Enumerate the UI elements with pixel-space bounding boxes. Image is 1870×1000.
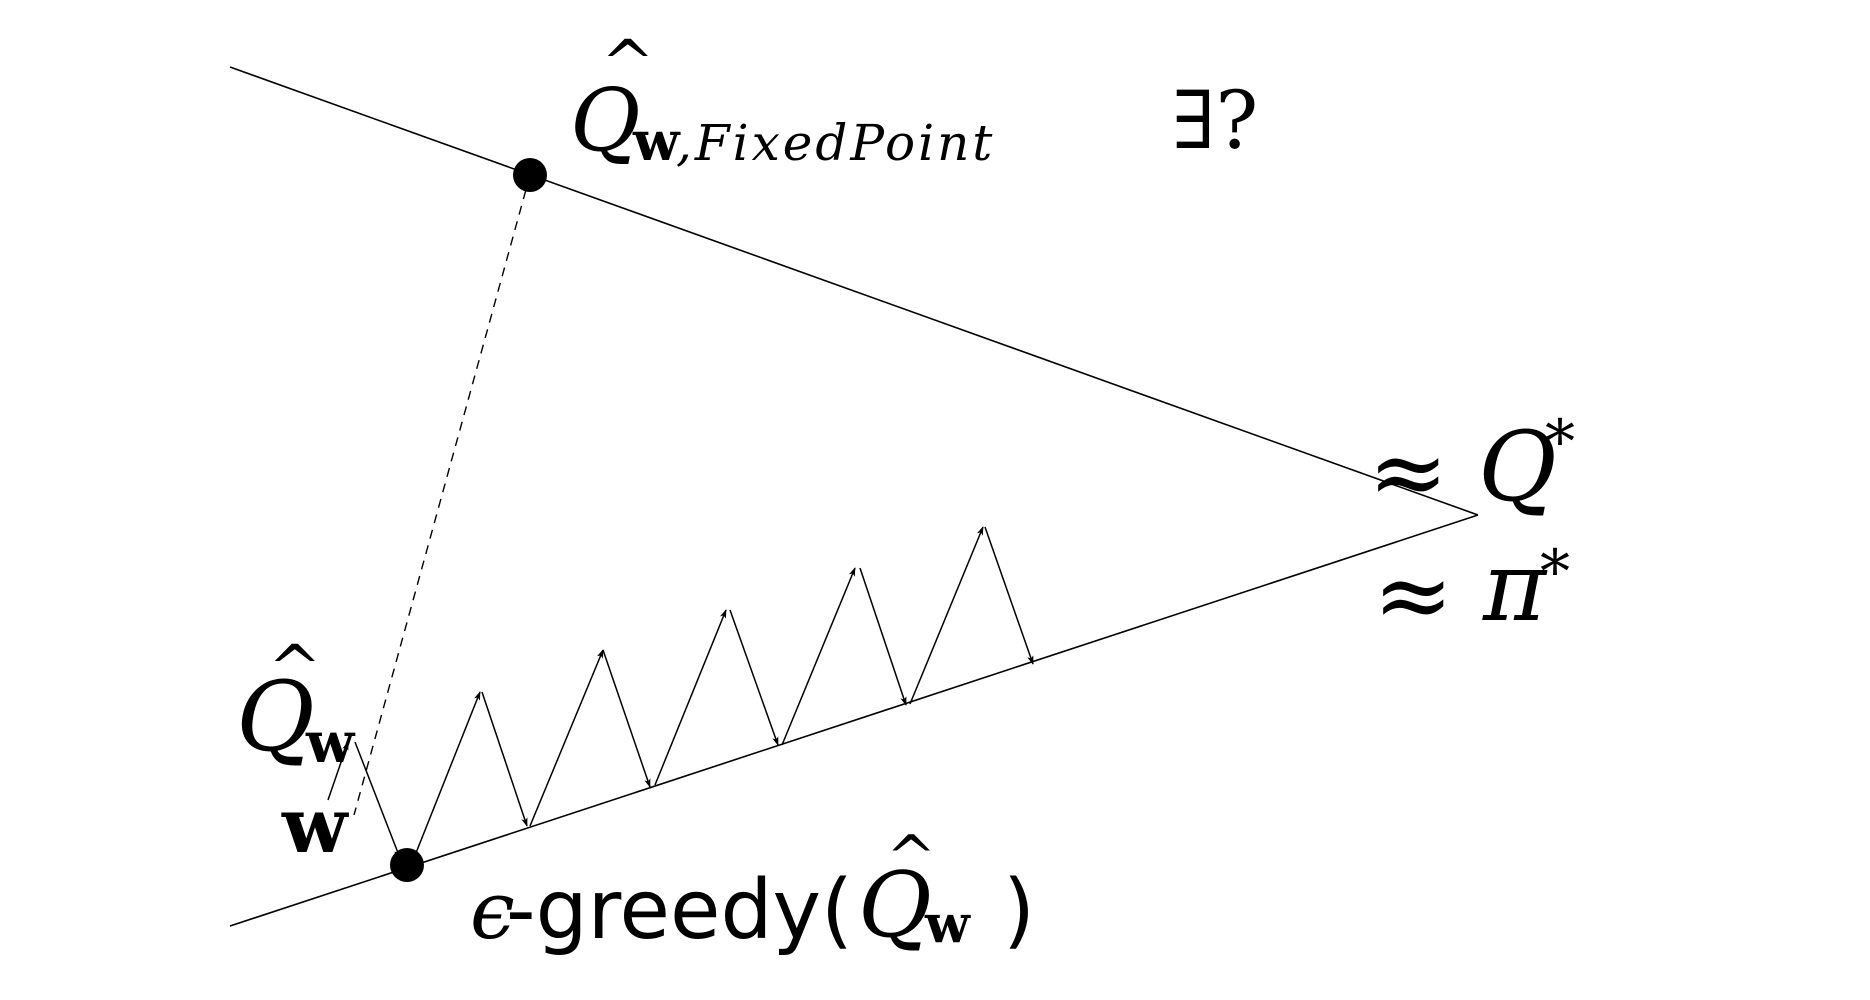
q-star-superscript: *: [1545, 407, 1575, 477]
greedy-subscript-w: w: [924, 894, 971, 955]
greedy-text: -greedy(: [506, 863, 853, 958]
fixed-point-hat: ^: [601, 27, 655, 101]
upper-boundary-line: [229, 66, 1479, 516]
zigzag-arrow-5b: [984, 526, 1034, 665]
lower-boundary-line: [229, 514, 1479, 927]
zigzag-arrow-3a: [654, 609, 727, 786]
epsilon-symbol: ϵ: [470, 864, 515, 957]
fixed-point-q-symbol: Q: [570, 71, 641, 171]
pi-star-label: ≈ π *: [1373, 531, 1570, 651]
pi-star-superscript: *: [1540, 537, 1570, 607]
q-star-label: ≈ Q *: [1368, 407, 1575, 528]
zigzag-arrow-0b: [354, 741, 401, 859]
pi-star-symbol: π: [1482, 531, 1548, 643]
zigzag-arrow-3b: [729, 609, 779, 746]
greedy-q-hat: ^: [886, 823, 936, 893]
q-w-symbol: Q: [236, 661, 315, 773]
q-star-approx: ≈: [1368, 416, 1448, 528]
fixed-point-subscript-w: w: [632, 109, 681, 173]
start-point-dot: [390, 848, 424, 882]
zigzag-arrows: [327, 526, 1034, 869]
zigzag-arrow-2b: [602, 649, 651, 788]
dashed-projection-line: [353, 174, 531, 816]
weights-label: w: [281, 781, 349, 870]
greedy-q-symbol: Q: [858, 853, 932, 958]
fixed-point-subscript-rest: ,FixedPoint: [676, 114, 995, 172]
zigzag-arrow-4b: [859, 567, 907, 706]
fixed-point-suffix: ∃?: [1172, 74, 1258, 167]
zigzag-arrow-1b: [481, 691, 528, 827]
q-star-symbol: Q: [1478, 411, 1557, 523]
zigzag-arrow-2a: [529, 649, 604, 827]
fixed-point-label: Q ^ w ,FixedPoint ∃?: [570, 27, 1258, 173]
q-w-label: Q ^ w: [236, 632, 356, 776]
pi-star-approx: ≈: [1373, 539, 1453, 651]
greedy-close-paren: ): [1003, 863, 1035, 958]
epsilon-greedy-label: ϵ -greedy( Q ^ w ): [470, 823, 1035, 958]
zigzag-arrow-0a: [327, 741, 349, 801]
zigzag-arrow-1a: [409, 691, 481, 869]
zigzag-arrow-5a: [909, 526, 984, 705]
q-w-hat: ^: [268, 632, 322, 706]
q-w-subscript-w: w: [305, 710, 356, 776]
zigzag-arrow-4a: [781, 567, 856, 746]
fixed-point-dot: [513, 158, 547, 192]
